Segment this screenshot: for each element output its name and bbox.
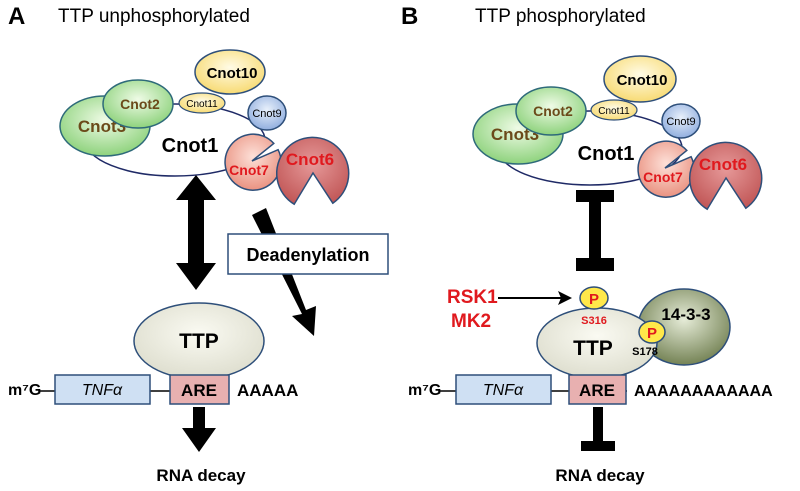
ttp-label: TTP: [573, 337, 613, 360]
phospho-s316-label: P: [589, 291, 599, 308]
cnot10-subunit: [194, 49, 266, 95]
cnot6-label: Cnot6: [286, 150, 334, 169]
cnot9-subunit: [247, 95, 287, 131]
kinase-rsk1: RSK1: [447, 287, 498, 308]
decay-arrow: [182, 407, 216, 452]
panel-b: B TTP phosphorylated Cnot1 Cnot3 Cnot2 C…: [401, 3, 773, 485]
phospho-s178: [638, 320, 666, 344]
rna-decay-label: RNA decay: [555, 466, 645, 485]
deadenylation-label: Deadenylation: [246, 245, 369, 265]
interaction-double-arrow: [176, 175, 216, 290]
cnot2-label: Cnot2: [120, 96, 160, 112]
cnot3-label: Cnot3: [491, 125, 539, 144]
kinase-arrow-head: [558, 291, 572, 305]
are-box: [568, 374, 627, 405]
cnot9-subunit: [661, 103, 701, 139]
cap-label: m⁷G: [408, 382, 441, 399]
tnf-gene-label: TNFα: [82, 382, 123, 399]
cnot10-label: Cnot10: [617, 72, 668, 89]
ttp-label: TTP: [179, 330, 219, 353]
cnot6-subunit: [276, 136, 350, 206]
cnot1-label: Cnot1: [162, 135, 219, 157]
cap-label: m⁷G: [8, 382, 41, 399]
cnot2-subunit: [102, 79, 174, 129]
cnot7-label: Cnot7: [643, 169, 683, 185]
blocked-interaction-bar: [576, 190, 614, 271]
cnot11-subunit: [590, 99, 638, 121]
cnot10-subunit: [603, 55, 677, 103]
cnot11-subunit: [178, 92, 226, 114]
tnf-gene-label: TNFα: [483, 382, 524, 399]
adaptor-14-3-3-label: 14-3-3: [661, 305, 710, 324]
kinase-mk2: MK2: [451, 311, 491, 332]
rna-decay-label: RNA decay: [156, 466, 246, 485]
cnot1-label: Cnot1: [578, 143, 635, 165]
cnot6-label: Cnot6: [699, 155, 747, 174]
are-label: ARE: [579, 381, 615, 400]
phospho-s316: [579, 286, 609, 310]
cnot6-subunit: [689, 141, 763, 211]
site-s316-label: S316: [581, 315, 607, 327]
cnot9-label: Cnot9: [252, 108, 281, 120]
tnf-gene-box: [54, 374, 151, 405]
poly-a-tail: AAAAAAAAAAAA: [634, 383, 773, 400]
cnot7-label: Cnot7: [229, 162, 269, 178]
panel-a: A TTP unphosphorylated Cnot1 Cnot3 Cnot2…: [8, 3, 389, 485]
cnot11-label: Cnot11: [186, 99, 218, 110]
panel-a-letter: A: [8, 3, 25, 30]
poly-a-tail: AAAAA: [237, 381, 298, 400]
are-label: ARE: [181, 381, 217, 400]
panel-b-letter: B: [401, 3, 418, 30]
cnot11-label: Cnot11: [598, 106, 630, 117]
blocked-decay-bar: [581, 441, 615, 451]
deadenylation-box: [227, 233, 389, 275]
blocked-decay-stem: [593, 407, 603, 445]
phospho-s178-label: P: [647, 325, 657, 342]
are-box: [169, 374, 230, 405]
cnot2-label: Cnot2: [533, 103, 573, 119]
tnf-gene-box: [455, 374, 552, 405]
panel-b-title: TTP phosphorylated: [475, 6, 646, 27]
cnot10-label: Cnot10: [207, 65, 258, 82]
panel-a-title: TTP unphosphorylated: [58, 6, 250, 27]
cnot2-subunit: [515, 86, 587, 136]
cnot9-label: Cnot9: [666, 116, 695, 128]
site-s178-label: S178: [632, 346, 658, 358]
